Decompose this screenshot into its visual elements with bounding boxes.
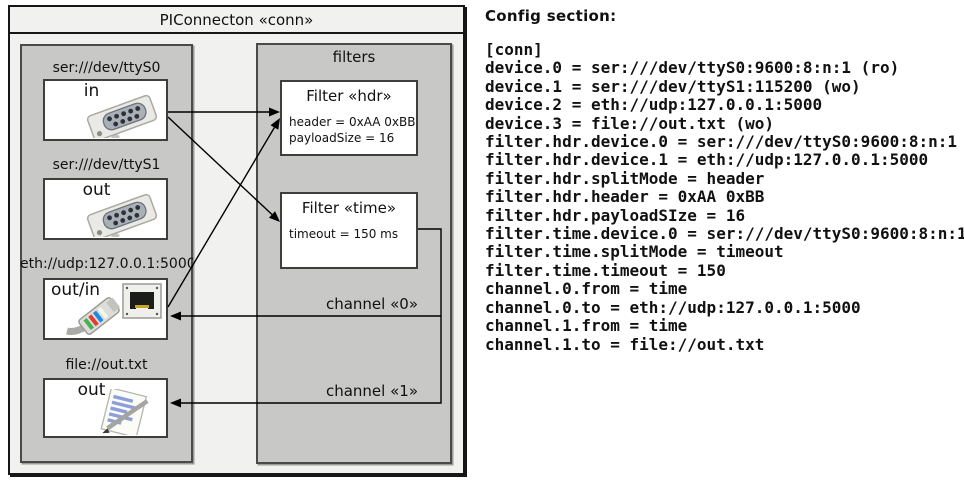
filter-property: payloadSize = 16 [289, 130, 395, 145]
device-label-ttys0: ser:///dev/ttyS0 [52, 60, 161, 76]
device-box-ttys1: out [43, 178, 168, 240]
ethernet-port-icon [122, 283, 162, 319]
device-box-ttys0: in [43, 79, 168, 141]
config-heading: Config section: [485, 7, 617, 25]
port-direction: out [77, 380, 106, 400]
filter-properties: timeout = 150 ms [289, 227, 416, 243]
config-section: Config section: [conn] device.0 = ser://… [485, 7, 964, 354]
filter-title: Filter «hdr» [306, 87, 392, 105]
diagram-title: PIConnecton «conn» [159, 10, 314, 29]
device-box-eth: out/in [43, 278, 168, 340]
filter-property: header = 0xAA 0xBB [289, 115, 416, 129]
device-label-eth: eth://udp:127.0.0.1:5000 [20, 256, 193, 272]
filter-box-time: Filter «time» timeout = 150 ms [280, 192, 418, 269]
piconnecton-diagram: PIConnecton «conn» filters ser:///dev/tt… [8, 5, 465, 475]
filter-box-hdr: Filter «hdr» header = 0xAA 0xBB payloadS… [280, 80, 418, 156]
port-direction: in [83, 81, 100, 101]
ethernet-cable-icon [66, 297, 121, 335]
diagram-title-bar: PIConnecton «conn» [10, 7, 463, 34]
port-direction: out/in [51, 280, 101, 300]
filter-title: Filter «time» [301, 199, 397, 217]
config-body: [conn] device.0 = ser:///dev/ttyS0:9600:… [485, 40, 964, 354]
text-file-icon [100, 389, 149, 435]
port-direction: out [82, 180, 111, 200]
filters-panel-title: filters [332, 48, 376, 66]
filter-properties: header = 0xAA 0xBB payloadSize = 16 [289, 115, 416, 146]
device-box-file: out [43, 378, 168, 438]
channel-0-label: channel «0» [325, 295, 418, 313]
serial-connector-icon [86, 94, 158, 138]
channel-1-label: channel «1» [325, 382, 418, 400]
device-label-file: file://out.txt [65, 357, 148, 373]
serial-connector-icon [86, 193, 158, 237]
device-label-ttys1: ser:///dev/ttyS1 [52, 157, 161, 173]
filter-property: timeout = 150 ms [289, 227, 399, 241]
